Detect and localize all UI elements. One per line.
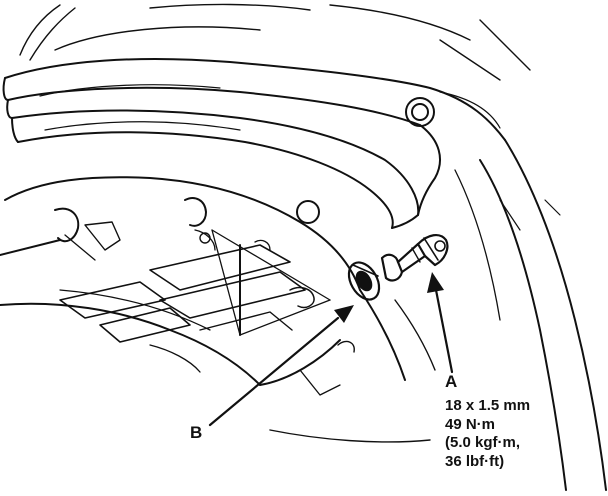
bolt-spec-block: 18 x 1.5 mm 49 N·m (5.0 kgf·m, 36 lbf·ft… [445,397,530,471]
torque-kgf-text: (5.0 kgf·m, [445,434,521,451]
torque-lbf-text: 36 lbf·ft) [445,452,505,470]
leader-line-a [434,288,454,374]
transmission-case [0,176,406,396]
thread-size-text: 18 x 1.5 mm [445,397,531,414]
torque-nm-text: 49 N·m [445,415,496,433]
arrowhead-a [427,272,444,293]
callout-label-a: A [445,372,458,391]
sealing-washer-b [347,261,381,301]
right-frame [454,139,607,491]
upper-housing [2,57,506,229]
leader-line-b [208,316,340,427]
drain-bolt-a [380,234,449,282]
leader-arrows [208,272,454,427]
arrowhead-b [334,305,354,323]
hood-edge-lines [19,3,531,81]
callout-label-b: B [190,423,203,442]
lower-body-lines [269,299,436,443]
